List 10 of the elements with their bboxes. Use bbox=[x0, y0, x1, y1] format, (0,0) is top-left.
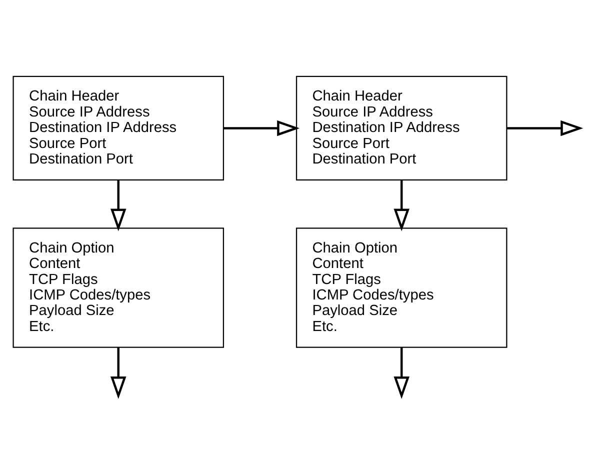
arrow bbox=[507, 120, 584, 136]
node-box: Chain Header Source IP Address Destination IP Address Source Port Destination Port bbox=[296, 76, 508, 180]
arrow bbox=[223, 120, 300, 136]
node-box: Chain Header Source IP Address Destination IP Address Source Port Destination Port bbox=[12, 76, 224, 180]
arrow bbox=[394, 180, 410, 232]
arrow bbox=[110, 180, 126, 232]
arrow bbox=[394, 348, 410, 400]
node-box: Chain Option Content TCP Flags ICMP Codes/types Payload Size Etc. bbox=[12, 228, 224, 348]
node-box: Chain Option Content TCP Flags ICMP Codes/types Payload Size Etc. bbox=[296, 228, 508, 348]
arrow bbox=[110, 348, 126, 400]
